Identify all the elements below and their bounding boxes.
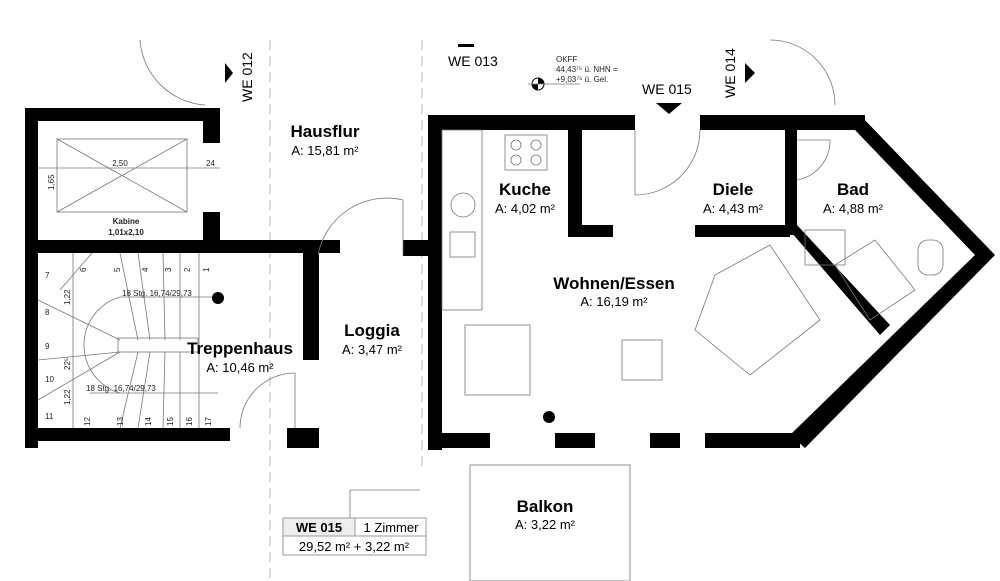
svg-text:2: 2 (183, 267, 192, 272)
level-nhn: 44,43⁷⁵ ü. NHN = (556, 65, 618, 74)
furniture (441, 129, 944, 396)
step-numbers-bottom: 12 13 14 15 16 17 (83, 417, 213, 426)
room-treppenhaus: Treppenhaus A: 10,46 m² (187, 339, 293, 375)
svg-text:A: 4,02 m²: A: 4,02 m² (495, 201, 556, 216)
svg-text:A: 15,81 m²: A: 15,81 m² (291, 143, 359, 158)
light-point-icon (543, 411, 555, 423)
doors (139, 39, 836, 429)
svg-text:Diele: Diele (713, 180, 754, 199)
svg-text:15: 15 (166, 417, 175, 426)
svg-text:A: 4,88 m²: A: 4,88 m² (823, 201, 884, 216)
room-diele: Diele A: 4,43 m² (703, 180, 764, 216)
svg-text:A: 10,46 m²: A: 10,46 m² (206, 360, 274, 375)
step-numbers-top: 6 5 4 3 2 1 (79, 267, 211, 272)
room-bad: Bad A: 4,88 m² (823, 180, 884, 216)
room-hausflur: Hausflur A: 15,81 m² (291, 122, 360, 158)
svg-text:13: 13 (116, 417, 125, 426)
summary-unit: WE 015 (296, 520, 342, 535)
svg-text:A: 3,22 m²: A: 3,22 m² (515, 517, 576, 532)
svg-text:Bad: Bad (837, 180, 869, 199)
svg-text:4: 4 (141, 267, 150, 272)
svg-text:5: 5 (113, 267, 122, 272)
level-ground: +9,03⁷⁵ ü. Gel. (556, 75, 608, 84)
svg-text:12: 12 (83, 417, 92, 426)
staircase: 18 Stg. 16,74/29,73 18 Stg. 16,74/29,73 … (37, 252, 224, 429)
triangle-marker-icon (745, 63, 755, 83)
room-balkon: Balkon A: 3,22 m² (515, 497, 576, 532)
svg-text:8: 8 (45, 308, 50, 317)
elevator-depth: 1,65 (47, 174, 56, 190)
svg-text:Loggia: Loggia (344, 321, 400, 340)
unit-we014: WE 014 (722, 48, 738, 98)
room-kuche: Kuche A: 4,02 m² (495, 180, 556, 216)
elevator-label: Kabine (113, 217, 140, 226)
stairs-dim: 1,22 (63, 389, 72, 405)
balcony-outline (469, 464, 631, 581)
stairs-dim: 1,22 (63, 289, 72, 305)
triangle-marker-icon (656, 103, 682, 114)
unit-markers: WE 012 WE 013 WE 015 WE 014 (225, 44, 755, 114)
elevator-shaft: 2,50 1,65 24 Kabine 1,01x2,10 (38, 138, 220, 237)
unit-we013: WE 013 (448, 53, 498, 69)
svg-text:1: 1 (202, 267, 211, 272)
svg-text:14: 14 (144, 417, 153, 426)
svg-text:6: 6 (79, 267, 88, 272)
svg-text:7: 7 (45, 271, 50, 280)
svg-text:3: 3 (164, 267, 173, 272)
svg-text:11: 11 (45, 412, 54, 421)
unit-we012: WE 012 (239, 52, 255, 102)
elevator-size: 1,01x2,10 (108, 228, 144, 237)
svg-text:A: 3,47 m²: A: 3,47 m² (342, 342, 403, 357)
room-loggia: Loggia A: 3,47 m² (342, 321, 403, 357)
triangle-marker-icon (225, 63, 233, 83)
unit-we015: WE 015 (642, 81, 692, 97)
svg-text:17: 17 (204, 417, 213, 426)
svg-text:A: 4,43 m²: A: 4,43 m² (703, 201, 764, 216)
svg-text:Balkon: Balkon (517, 497, 574, 516)
summary-rooms: 1 Zimmer (364, 520, 420, 535)
room-wohnen-essen: Wohnen/Essen A: 16,19 m² (553, 274, 675, 309)
walls (25, 108, 995, 450)
elevator-gap: 24 (206, 159, 215, 168)
summary-area: 29,52 m² + 3,22 m² (299, 539, 410, 554)
svg-text:Hausflur: Hausflur (291, 122, 360, 141)
svg-text:Wohnen/Essen: Wohnen/Essen (553, 274, 675, 293)
svg-text:Treppenhaus: Treppenhaus (187, 339, 293, 358)
svg-text:A: 16,19 m²: A: 16,19 m² (580, 294, 648, 309)
stairs-spec-upper: 18 Stg. 16,74/29,73 (122, 289, 192, 298)
svg-text:10: 10 (45, 375, 54, 384)
svg-text:9: 9 (45, 342, 50, 351)
unit-summary-table: WE 015 1 Zimmer 29,52 m² + 3,22 m² (282, 517, 427, 556)
step-numbers-left: 7 8 9 10 11 (45, 271, 54, 421)
svg-text:16: 16 (185, 417, 194, 426)
stairs-spec-lower: 18 Stg. 16,74/29,73 (86, 384, 156, 393)
svg-text:Kuche: Kuche (499, 180, 551, 199)
level-label: OKFF (556, 55, 577, 64)
stairs-dim: 22⁵ (63, 358, 72, 370)
level-marker: OKFF 44,43⁷⁵ ü. NHN = +9,03⁷⁵ ü. Gel. (528, 55, 618, 91)
elevator-width: 2,50 (112, 159, 128, 168)
